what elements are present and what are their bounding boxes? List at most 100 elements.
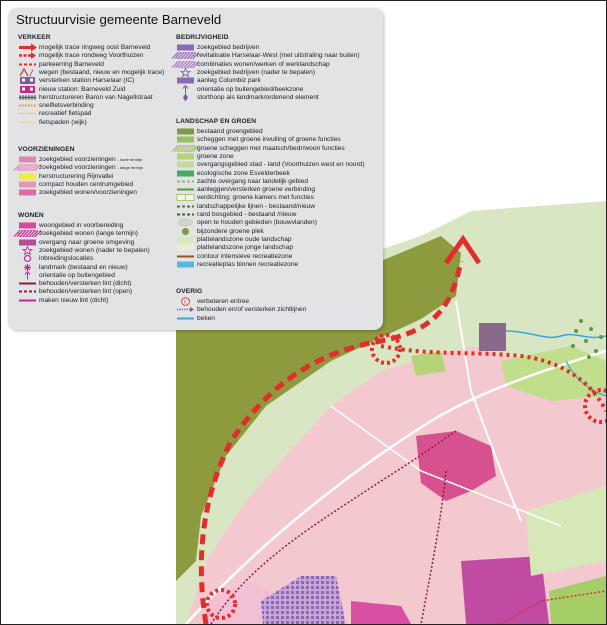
legend-item-label: rand bosgebied - bestaand /nieuw: [197, 211, 297, 218]
legend-item-label: plattelandszone oude landschap: [197, 235, 292, 243]
dashed-line-dark-green-icon: [177, 213, 194, 216]
legend-item-label: bestaand groengebied: [197, 128, 263, 135]
circle-e-icon: E: [181, 297, 190, 306]
railway-icon: [19, 94, 36, 100]
legend-item-label: zoekgebied voorzieningen- lange termijn: [39, 164, 143, 172]
legend-section-heading: VERKEER: [18, 34, 51, 41]
legend-item-label: mogelijk trace rondweg Voorthuizen: [39, 52, 144, 60]
hatch-swatch-icon: [13, 164, 42, 172]
legend-item-label: ecologische zone Esvelderbeek: [197, 169, 290, 177]
asterisk-icon: [24, 263, 31, 271]
business-grid-area: [261, 576, 346, 624]
arrow-up-icon: [182, 84, 189, 93]
fill-swatch-icon: [177, 161, 194, 168]
legend-item-label: nieuw station: Barneveld Zuid: [39, 85, 126, 93]
business-area-north: [479, 323, 506, 351]
arrow-red-dashed-icon: [19, 52, 36, 60]
fill-swatch-icon: [177, 136, 194, 143]
legend-item-label: overgang naar groene omgeving: [39, 238, 135, 246]
map-legend: Structuurvisie gemeente Barneveld VERKEE…: [8, 8, 383, 330]
road-line: [330, 405, 562, 527]
fill-swatch-icon: [177, 236, 194, 243]
legend-section-heading: OVERIG: [176, 288, 203, 295]
line-dark-red-icon: [19, 282, 36, 285]
legend-item-label: verdichting; groene kamers met functies: [197, 194, 314, 202]
legend-item-label: herstructurering Rijnvallei: [39, 172, 114, 180]
hatch-swatch-icon: [13, 230, 42, 238]
legend-item-note: - korte termijn: [117, 157, 143, 162]
hatch-swatch-icon: [171, 52, 200, 60]
dashed-line-dark-green-icon: [177, 205, 194, 208]
legend-item-label: zoekgebied bedrijven: [197, 44, 260, 51]
hatch-swatch-icon: [171, 60, 200, 68]
legend-item-label: storthoop als landmark/ordenend element: [197, 93, 319, 101]
label-chip-icon: [177, 77, 194, 84]
business-area-east: [461, 556, 549, 624]
arrow-dotted-icon: [177, 307, 194, 313]
green-zone-east: [526, 486, 606, 576]
roads-icon: [19, 67, 34, 77]
legend-item-label: landmark (bestaand en nieuw): [39, 263, 128, 271]
svg-text:E: E: [184, 299, 188, 305]
legend-item-label: overgangsgebied stad - land (Voorthuizen…: [197, 161, 365, 169]
line-green-icon: [177, 188, 194, 191]
cycle-path: [210, 430, 457, 624]
legend-item-label: contour intensieve recreatiezone: [197, 252, 293, 260]
station-magenta-icon: [20, 85, 35, 93]
legend-section-heading: VOORZIENINGEN: [18, 146, 75, 153]
legend-item-label: landschappelijke lijnen - bestaand/nieuw: [197, 202, 316, 210]
fill-swatch-icon: [19, 222, 36, 229]
arrow-red-icon: [19, 43, 37, 52]
green-spot: [411, 351, 446, 376]
fill-swatch-icon: [177, 128, 194, 135]
legend-item-label: recreatief fietspad: [39, 110, 92, 118]
fill-swatch-icon: [19, 189, 36, 196]
legend-title: Structuurvisie gemeente Barneveld: [16, 12, 222, 27]
legend-item-note: - lange termijn: [117, 165, 143, 171]
green-zone-south: [549, 576, 606, 624]
rondweg-trace: [380, 344, 606, 412]
legend-item-label: recreatieplas binnen recreatiezone: [197, 260, 299, 268]
legend-item-label: versterken station Harselaar (IC): [39, 77, 135, 85]
arrow-up-icon: [24, 270, 31, 280]
entrance-marker: [205, 588, 237, 620]
entrance-marker: [370, 333, 402, 365]
grid-swatch-icon: [176, 194, 195, 202]
legend-item-label: maken nieuw lint (dicht): [39, 296, 109, 304]
centre-area: [416, 431, 496, 501]
legend-item-label: zoekgebied wonen (nader te bepalen): [39, 246, 150, 254]
fill-swatch-icon: [177, 261, 194, 268]
legend-item-label: revitalisatie Harselaar-West (met uitstr…: [197, 52, 360, 60]
station-purple-icon: [20, 77, 35, 85]
legend-item-label: zoekgebied wonen (lange termijn): [39, 230, 138, 238]
legend-item-label: plattelandszone jonge landschap: [197, 244, 294, 252]
stream-line: [505, 330, 606, 339]
legend-item-label: fietspaden (wijk): [39, 118, 87, 126]
dashed-line-red-icon: [19, 63, 36, 66]
cycle-path: [420, 470, 447, 624]
circle-icon: [23, 255, 32, 263]
legend-item-label: parkeerring Barneveld: [39, 60, 104, 68]
ellipse-icon: [178, 219, 193, 227]
legend-item-label: mogelijk trace ringweg oost Barneveld: [39, 44, 151, 51]
legend-item-label: scheggen met groene invulling of groene …: [197, 136, 341, 144]
legend-item-label: zoekgebied voorzieningen- korte termijn: [39, 156, 143, 163]
tree-row: [571, 319, 603, 359]
legend-item-label: behouden/versterken lint (open): [39, 288, 133, 296]
fill-swatch-icon: [177, 44, 194, 51]
legend-item-label: snelfietsverbinding: [39, 102, 94, 110]
road-line: [185, 349, 606, 624]
fill-swatch-icon: [19, 156, 36, 163]
dashed-line-green-icon: [177, 180, 194, 183]
legend-item-label: zoekgebied wonen/voorzieningen: [39, 189, 137, 197]
legend-item-label: bijzondere groene plek: [197, 227, 264, 235]
legend-item-label: combinaties wonen/werken of werklandscha…: [197, 60, 330, 68]
landmark-icon: [183, 93, 188, 102]
built-area: [186, 346, 606, 624]
cycle-path: [500, 590, 606, 624]
legend-item-label: inbreidingslocaties: [39, 255, 94, 263]
dotted-line-orange-small-icon: [19, 121, 36, 123]
legend-item-label: aanleg Columbiz park: [197, 77, 261, 85]
legend-item-label: groene zone: [197, 152, 234, 160]
